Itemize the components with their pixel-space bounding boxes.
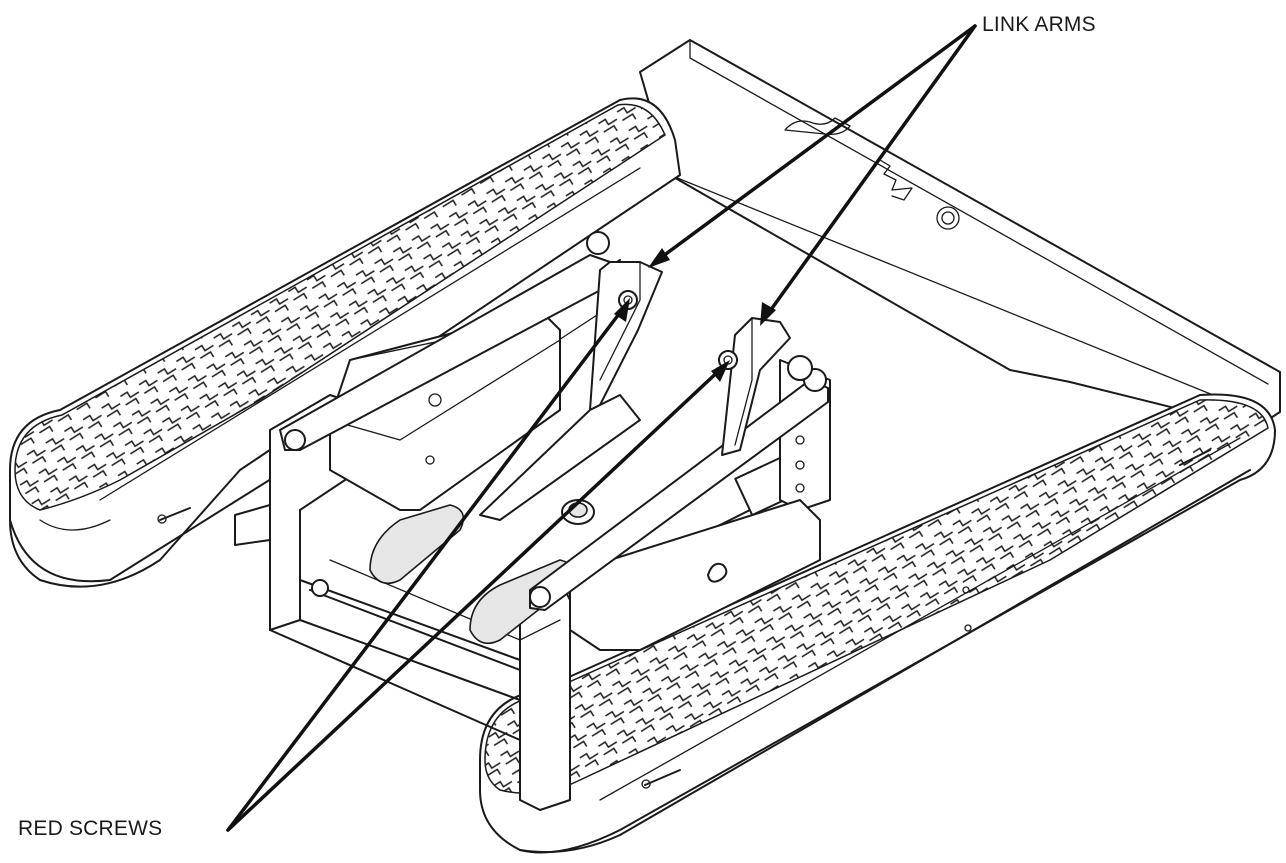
- callout-label-link-arms: LINK ARMS: [982, 13, 1096, 36]
- callout-label-red-screws: RED SCREWS: [18, 817, 163, 840]
- red-screws-leader-lines: [226, 298, 730, 832]
- front-roller-bars: [309, 579, 521, 671]
- left-housing: [329, 309, 561, 585]
- link-arm-1: [479, 261, 663, 521]
- left-track: [9, 97, 681, 588]
- right-upper-arm: [529, 355, 829, 611]
- link-arms-leader-lines: [648, 24, 977, 326]
